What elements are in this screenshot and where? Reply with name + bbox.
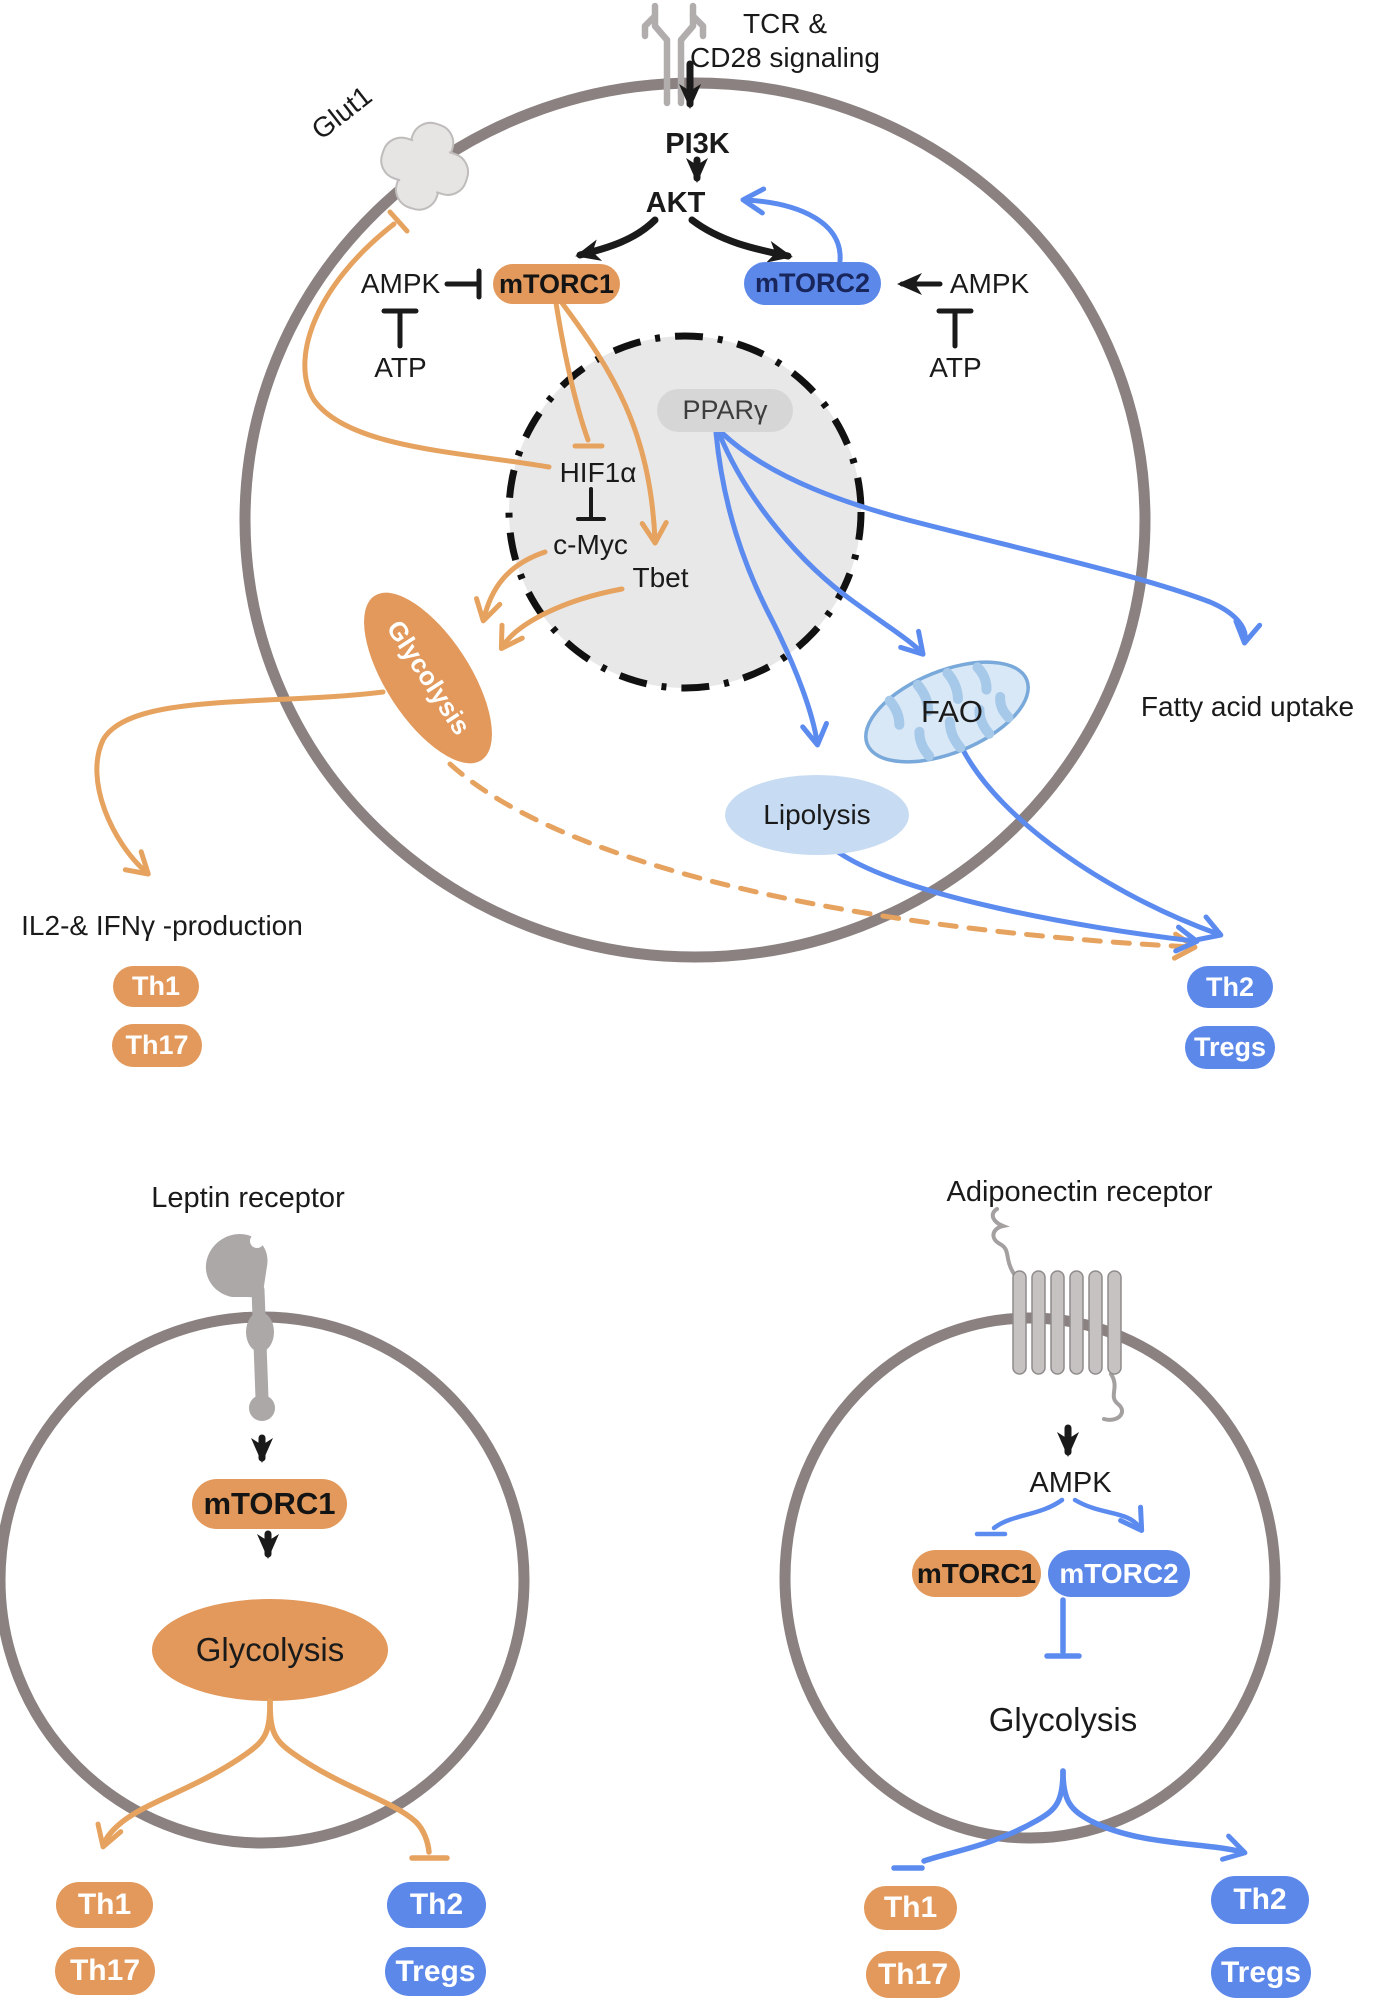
mtorc2-pill-adiponectin: mTORC2	[1048, 1550, 1190, 1597]
adiponectin-receptor-icon	[990, 1207, 1124, 1422]
leptin-receptor-icon	[205, 1234, 275, 1421]
ppargamma-pill: PPARγ	[657, 389, 793, 432]
adiponectin-receptor-title: Adiponectin receptor	[946, 1175, 1213, 1208]
leptin-receptor-title: Leptin receptor	[151, 1181, 345, 1214]
lipolysis-shape	[725, 775, 909, 855]
glut1-icon	[380, 121, 470, 211]
mtorc1-pill-adiponectin: mTORC1	[912, 1550, 1041, 1597]
hif1a-label: HIF1α	[559, 457, 637, 489]
tbet-label: Tbet	[632, 562, 689, 594]
mtorc1-pill-top: mTORC1	[493, 264, 620, 304]
il2-ifng-production-label: IL2-& IFNγ -production	[21, 910, 303, 942]
adiponectin-blue-arrows	[891, 1497, 1248, 1871]
cmyc-label: c-Myc	[553, 529, 628, 561]
tcr-receptor-icon	[641, 2, 707, 107]
th2-pill-top: Th2	[1187, 966, 1273, 1008]
top-cell-membrane	[239, 77, 1151, 963]
th1-pill-adiponectin: Th1	[864, 1886, 957, 1930]
ampk-adiponectin-label: AMPK	[1029, 1466, 1112, 1499]
mtorc2-to-akt-arrow	[740, 186, 843, 264]
tregs-pill-leptin: Tregs	[385, 1947, 486, 1996]
ampk-right-label: AMPK	[949, 268, 1030, 300]
orange-arrows: Th2 (dashed) -->	[94, 209, 1198, 961]
leptin-output-arrows	[95, 1698, 450, 1861]
th17-pill-adiponectin: Th17	[866, 1951, 960, 1998]
ampk-left-label: AMPK	[360, 268, 441, 300]
atp-left-label: ATP	[374, 352, 427, 384]
atp-right-label: ATP	[929, 352, 982, 384]
blue-arrows	[713, 430, 1263, 954]
fatty-acid-uptake-label: Fatty acid uptake	[1140, 691, 1355, 723]
fao-label: FAO	[920, 693, 983, 729]
tcr-cd28-label-line2: CD28 signaling	[690, 42, 880, 74]
leptin-black-arrows	[251, 1434, 279, 1559]
mtorc2-pill-top: mTORC2	[744, 262, 881, 305]
glycolysis-adiponectin-label: Glycolysis	[988, 1700, 1138, 1738]
adiponectin-cell-membrane	[779, 1312, 1281, 1844]
th17-pill-top: Th17	[112, 1024, 202, 1067]
glycolysis-leptin-label: Glycolysis	[195, 1630, 345, 1668]
th1-pill-leptin: Th1	[56, 1882, 153, 1928]
th1-pill-top: Th1	[113, 966, 199, 1007]
mtorc1-pill-leptin: mTORC1	[192, 1479, 347, 1529]
th2-pill-leptin: Th2	[387, 1882, 486, 1928]
th2-pill-adiponectin: Th2	[1211, 1876, 1309, 1924]
leptin-glycolysis-shape	[152, 1599, 388, 1701]
pi3k-label: PI3K	[665, 127, 730, 160]
fao-mitochondrion	[864, 660, 1030, 764]
glycolysis-top-shape	[364, 592, 492, 764]
tregs-pill-adiponectin: Tregs	[1211, 1947, 1311, 1998]
tcr-cd28-label-line1: TCR &	[743, 8, 827, 40]
lipolysis-label: Lipolysis	[763, 799, 871, 831]
black-arrows	[381, 60, 974, 521]
akt-label: AKT	[645, 186, 706, 219]
th17-pill-leptin: Th17	[55, 1947, 155, 1995]
tregs-pill-top: Tregs	[1185, 1026, 1275, 1069]
